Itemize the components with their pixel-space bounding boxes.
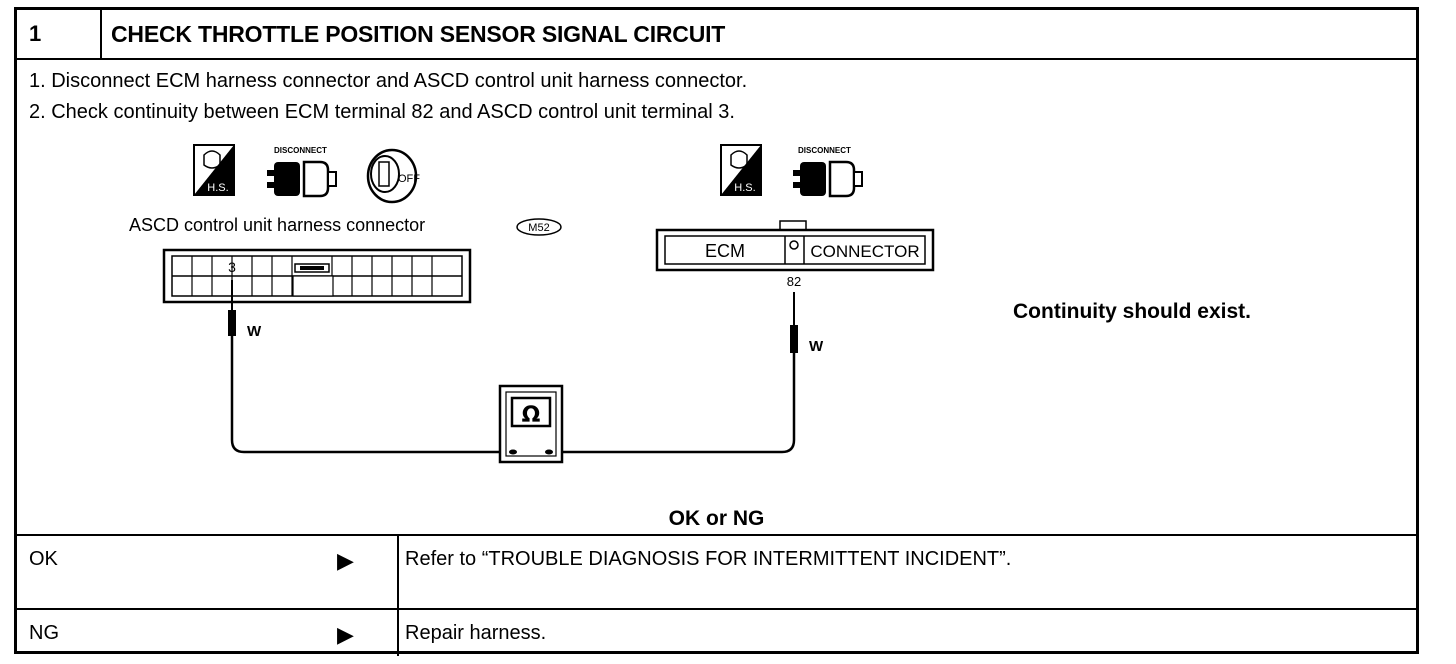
disconnect-label-right: DISCONNECT (798, 146, 851, 155)
ecm-connector-right-text: CONNECTOR (810, 242, 919, 261)
outcome-label-ng: NG (29, 622, 59, 644)
outcome-text-ok: Refer to “TROUBLE DIAGNOSIS FOR INTERMIT… (405, 548, 1012, 570)
left-connector-label: ASCD control unit harness connector (129, 215, 425, 235)
ignition-off-icon: OFF (366, 148, 420, 204)
step-title: CHECK THROTTLE POSITION SENSOR SIGNAL CI… (111, 21, 726, 47)
arrow-right-icon: ▶ (337, 622, 354, 647)
expected-result: Continuity should exist. (1013, 300, 1252, 323)
procedure-table: 1 CHECK THROTTLE POSITION SENSOR SIGNAL … (14, 7, 1419, 656)
disconnect-label: DISCONNECT (274, 146, 327, 155)
connector-code-badge (516, 218, 562, 236)
ascd-connector (162, 248, 472, 304)
harness-icon: H.S. (193, 144, 235, 196)
column-divider (397, 610, 399, 656)
step-header: 1 CHECK THROTTLE POSITION SENSOR SIGNAL … (17, 10, 1416, 60)
disconnect-icon: DISCONNECT (267, 146, 337, 198)
outcome-row-ok: OK ▶ Refer to “TROUBLE DIAGNOSIS FOR INT… (17, 534, 1416, 610)
hs-label-right: H.S. (734, 182, 755, 194)
outcome-label-ok: OK (29, 548, 58, 570)
right-wire-color: W (809, 338, 824, 355)
right-terminal-number: 82 (787, 274, 801, 289)
off-label: OFF (398, 173, 420, 185)
harness-icon-right: H.S. (720, 144, 762, 196)
decision-label: OK or NG (668, 507, 765, 530)
step-number: 1 (17, 10, 102, 58)
disconnect-icon-right: DISCONNECT (793, 146, 863, 198)
ohm-symbol: Ω (522, 403, 541, 428)
column-divider (397, 536, 399, 610)
outcome-text-ng: Repair harness. (405, 622, 547, 644)
arrow-right-icon: ▶ (337, 548, 354, 573)
outcome-row-ng: NG ▶ Repair harness. (17, 608, 1416, 656)
right-probe (790, 325, 798, 353)
instruction-2: 2. Check continuity between ECM terminal… (29, 101, 735, 123)
left-wire-color: W (247, 323, 262, 340)
instruction-1: 1. Disconnect ECM harness connector and … (29, 70, 748, 92)
right-test-lead (552, 353, 796, 454)
left-probe (228, 310, 236, 336)
hs-label: H.S. (207, 182, 228, 194)
ecm-connector-left-text: ECM (705, 241, 745, 261)
wiring-diagram: H.S. DISCONNECT OFF ASCD control unit ha… (129, 144, 935, 464)
ohmmeter (498, 384, 564, 464)
ecm-connector (655, 220, 935, 272)
left-test-lead (230, 336, 515, 454)
left-connector-code: M52 (528, 222, 549, 234)
left-terminal-number: 3 (228, 259, 236, 275)
